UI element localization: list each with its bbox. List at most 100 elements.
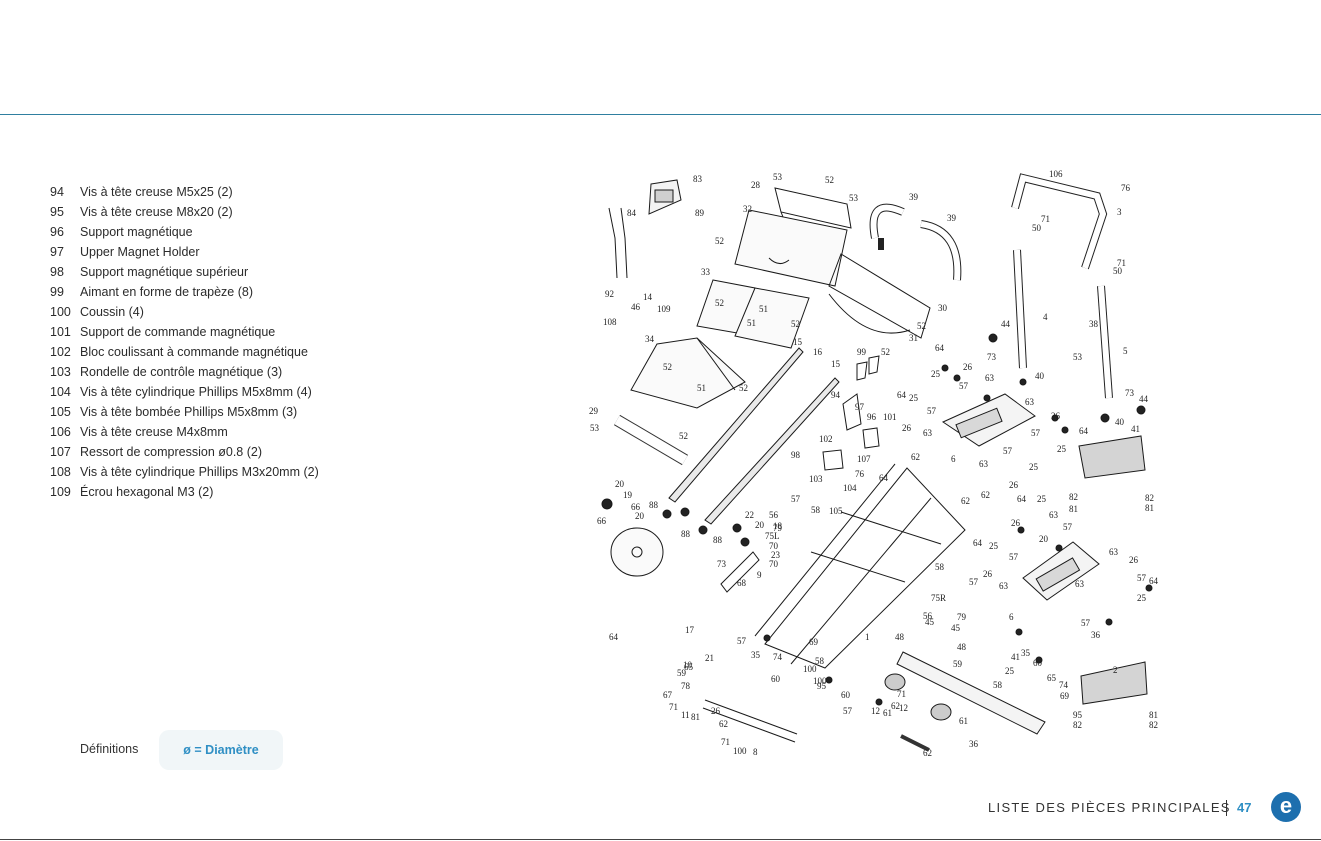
callout-label: 76 xyxy=(1121,183,1131,193)
callout-label: 18 xyxy=(773,521,783,531)
callout-label: 57 xyxy=(737,636,747,646)
parts-list-item: 101 Support de commande magnétique xyxy=(50,322,470,342)
callout-label: 14 xyxy=(643,292,653,302)
crank-part xyxy=(702,551,798,743)
part-number: 100 xyxy=(50,305,71,319)
callout-label: 29 xyxy=(589,406,599,416)
part-description: Vis à tête cylindrique Phillips M3x20mm … xyxy=(80,465,319,479)
console-mast-part xyxy=(608,207,628,279)
callout-label: 60 xyxy=(771,674,781,684)
callout-label: 63 xyxy=(979,459,989,469)
upright-right-part xyxy=(1097,285,1113,399)
callout-label: 35 xyxy=(751,650,761,660)
callout-label: 79 xyxy=(957,612,967,622)
callout-label: 100 xyxy=(733,746,747,756)
callout-label: 62 xyxy=(911,452,920,462)
callout-label: 104 xyxy=(843,483,857,493)
callout-label: 62 xyxy=(961,496,970,506)
callout-label: 39 xyxy=(947,213,957,223)
part-description: Coussin (4) xyxy=(80,305,144,319)
callout-label: 63 xyxy=(1049,510,1059,520)
callout-label: 41 xyxy=(1011,652,1020,662)
callout-label: 16 xyxy=(813,347,823,357)
callout-label: 52 xyxy=(791,319,800,329)
callout-label: 57 xyxy=(1081,618,1091,628)
callout-label: 73 xyxy=(717,559,727,569)
callout-label: 57 xyxy=(843,706,853,716)
callout-label: 26 xyxy=(983,569,993,579)
callout-label: 75L xyxy=(765,531,780,541)
main-frame-part xyxy=(754,463,966,669)
footrest-left-part xyxy=(941,393,1036,447)
callout-label: 63 xyxy=(1025,397,1035,407)
callout-label: 71 xyxy=(669,702,678,712)
callout-label: 63 xyxy=(923,428,933,438)
part-number: 109 xyxy=(50,485,71,499)
callout-label: 63 xyxy=(999,581,1009,591)
callout-label: 100 xyxy=(803,664,817,674)
callout-label: 100 xyxy=(813,676,827,686)
callout-label: 10 xyxy=(683,660,693,670)
footer-rule xyxy=(0,839,1321,840)
callout-label: 53 xyxy=(1073,352,1083,362)
callout-label: 65 xyxy=(684,662,694,672)
callout-label: 58 xyxy=(811,505,821,515)
callout-label: 79 xyxy=(773,523,783,533)
wheel-part xyxy=(884,673,952,721)
part-description: Écrou hexagonal M3 (2) xyxy=(80,485,214,499)
callout-label: 52 xyxy=(715,236,724,246)
callout-label: 60 xyxy=(1033,658,1043,668)
callout-label: 99 xyxy=(857,347,867,357)
callout-label: 26 xyxy=(1051,411,1061,421)
part-number: 94 xyxy=(50,185,64,199)
part-description: Support magnétique supérieur xyxy=(80,265,249,279)
rear-roller-part xyxy=(613,414,689,466)
callout-label: 82 xyxy=(1073,720,1082,730)
callout-label: 51 xyxy=(759,304,768,314)
callout-label: 28 xyxy=(751,180,761,190)
callout-label: 66 xyxy=(631,502,641,512)
callout-label: 89 xyxy=(695,208,705,218)
callout-label: 65 xyxy=(1047,673,1057,683)
callout-label: 57 xyxy=(927,406,937,416)
callout-label: 26 xyxy=(963,362,973,372)
callout-label: 82 xyxy=(1069,492,1078,502)
callout-label: 62 xyxy=(891,701,900,711)
callout-label: 1 xyxy=(865,632,870,642)
callout-label: 74 xyxy=(773,652,783,662)
callout-label: 71 xyxy=(1117,258,1126,268)
front-cover-part xyxy=(630,337,746,409)
callout-label: 46 xyxy=(631,302,641,312)
part-number: 97 xyxy=(50,245,64,259)
callout-label: 64 xyxy=(897,390,907,400)
pedal-plate-bottom-part xyxy=(1080,661,1148,705)
callout-label: 17 xyxy=(685,625,695,635)
callout-label: 41 xyxy=(1131,424,1140,434)
callout-label: 52 xyxy=(825,175,834,185)
part-number: 107 xyxy=(50,445,71,459)
callout-label: 22 xyxy=(745,510,754,520)
callout-label: 109 xyxy=(657,304,671,314)
callout-label: 74 xyxy=(1059,680,1069,690)
part-description: Support de commande magnétique xyxy=(80,325,276,339)
callout-label: 64 xyxy=(973,538,983,548)
callout-label: 106 xyxy=(1049,169,1063,179)
callout-label: 25 xyxy=(1057,444,1067,454)
callout-label: 45 xyxy=(951,623,961,633)
callout-label: 3 xyxy=(1117,207,1122,217)
part-number: 101 xyxy=(50,325,71,339)
callout-label: 60 xyxy=(841,690,851,700)
callout-label: 48 xyxy=(895,632,905,642)
flywheel-part xyxy=(610,527,664,577)
callout-label: 70 xyxy=(769,541,779,551)
motor-cover-part xyxy=(734,187,852,287)
callout-label: 108 xyxy=(603,317,617,327)
hardware-part xyxy=(601,333,1153,706)
motor-hood-part xyxy=(696,279,810,349)
callout-label: 36 xyxy=(969,739,979,749)
